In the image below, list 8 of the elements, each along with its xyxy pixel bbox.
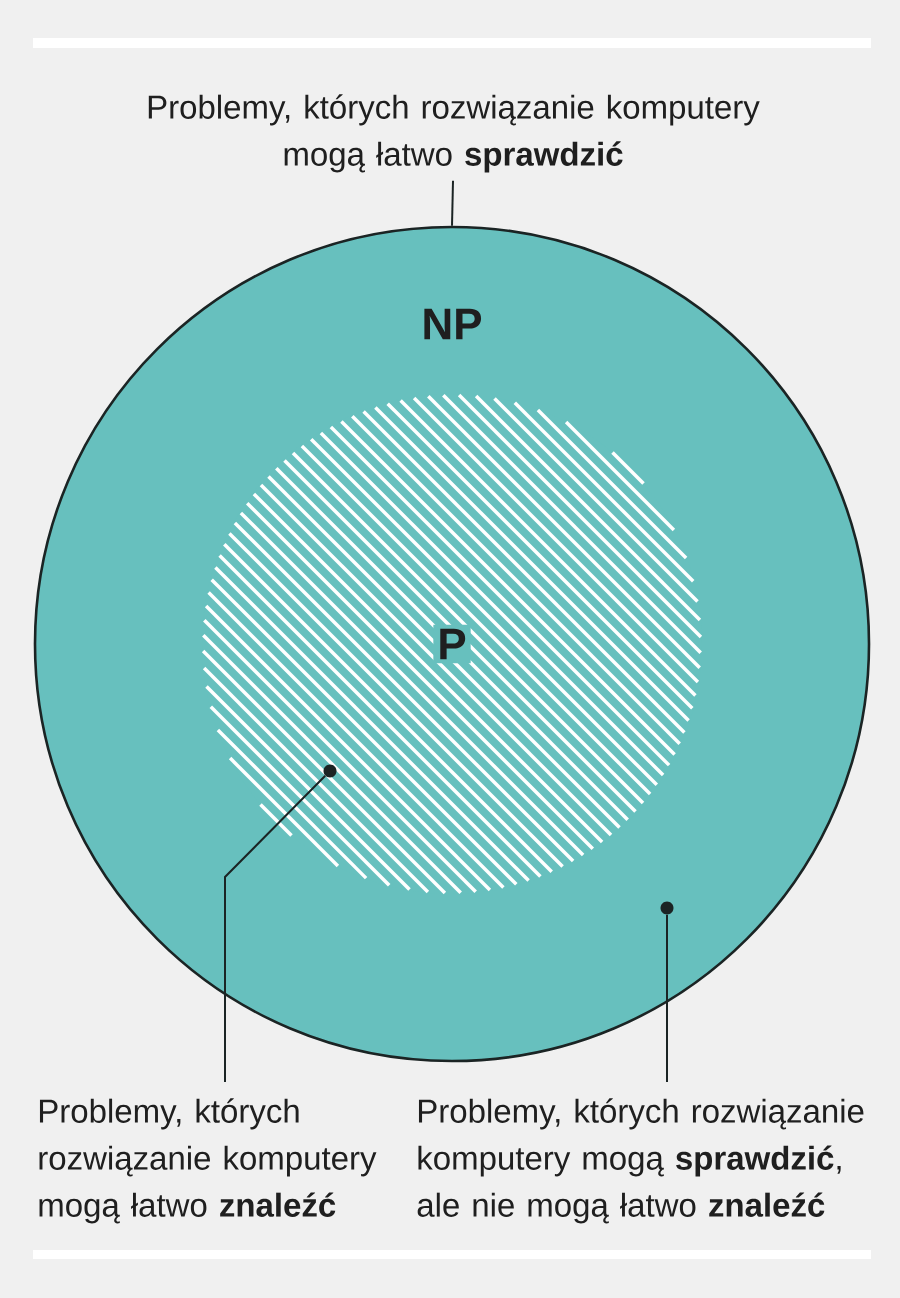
leader-line bbox=[451, 179, 454, 227]
set-label: NP bbox=[424, 308, 482, 340]
description-text: Problemy, których rozwiązanie komputery mogą łatwo sprawdzić bbox=[148, 94, 760, 173]
set-label: P bbox=[433, 624, 471, 664]
description-text: Problemy, których rozwiązanie komputery mogą łatwo znaleźć bbox=[39, 1098, 377, 1224]
description-text: Problemy, których rozwiązanie komputery mogą sprawdzić, ale nie mogą łatwo znaleźć bbox=[417, 1098, 864, 1224]
leader-line bbox=[224, 774, 327, 1083]
leader-line bbox=[666, 913, 668, 1083]
